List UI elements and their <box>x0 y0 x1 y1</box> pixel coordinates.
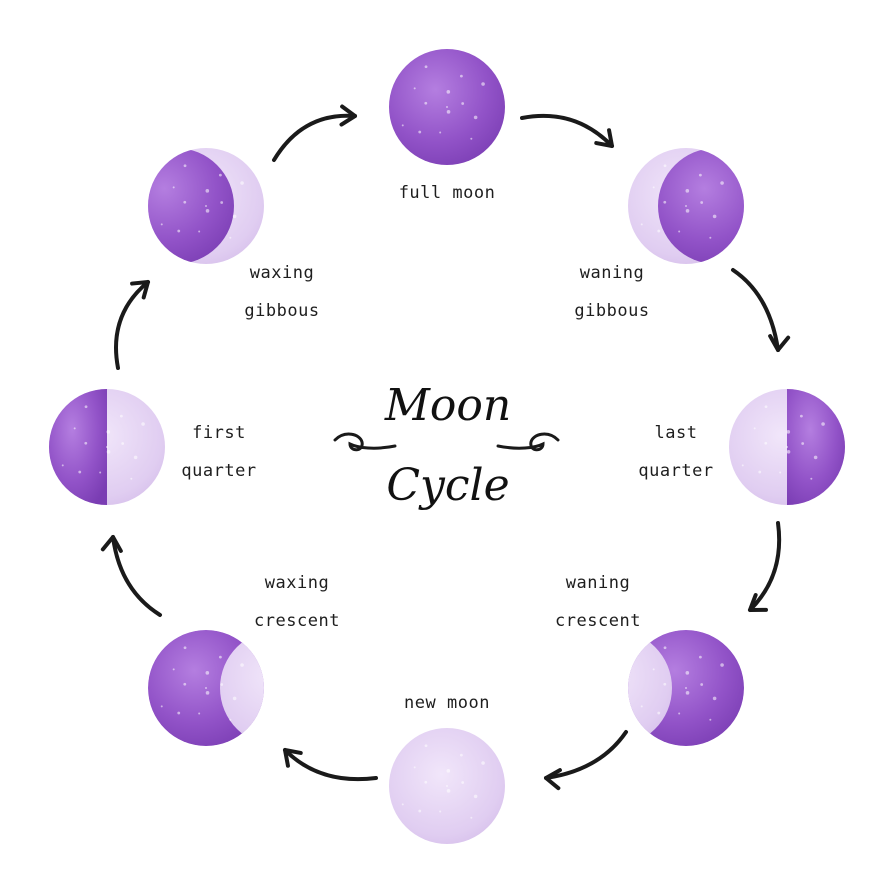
moon-last-quarter <box>729 389 845 505</box>
label-last-quarter-line-2: quarter <box>638 461 713 481</box>
moon-waning-gibbous <box>628 148 744 264</box>
arrow-5 <box>283 748 378 782</box>
label-waxing-crescent-line-2: crescent <box>254 611 340 631</box>
label-new-moon: new moon <box>404 693 490 713</box>
arrow-1 <box>520 113 614 148</box>
label-waning-crescent: waning crescent <box>555 573 641 631</box>
moon-first-quarter <box>49 389 165 505</box>
title-group: Moon Cycle <box>333 380 560 511</box>
title-line-2: Cycle <box>386 460 509 511</box>
label-waxing-gibbous: waxing gibbous <box>244 263 319 321</box>
arrow-3 <box>748 521 782 612</box>
arrow-2 <box>731 268 791 352</box>
label-first-quarter-line-1: first <box>192 423 246 443</box>
right-flourish <box>496 432 560 452</box>
arrow-4 <box>544 730 628 791</box>
title-line-1: Moon <box>384 380 511 431</box>
arrow-7 <box>114 280 150 370</box>
label-full-moon: full moon <box>399 183 496 203</box>
label-new-moon-line-1: new moon <box>404 693 490 713</box>
label-first-quarter-line-2: quarter <box>181 461 256 481</box>
label-waning-gibbous-line-1: waning <box>580 263 644 283</box>
moon-waxing-gibbous <box>148 148 264 264</box>
moon-new-moon <box>389 728 505 844</box>
moon-full-moon <box>389 49 505 165</box>
label-last-quarter-line-1: last <box>655 423 698 443</box>
arrow-6 <box>100 535 162 617</box>
label-waning-gibbous-line-2: gibbous <box>574 301 649 321</box>
label-first-quarter: first quarter <box>181 423 256 481</box>
moon-waxing-crescent <box>148 630 264 746</box>
label-waning-crescent-line-2: crescent <box>555 611 641 631</box>
label-waxing-crescent-line-1: waxing <box>265 573 329 593</box>
label-waning-crescent-line-1: waning <box>566 573 630 593</box>
label-waxing-gibbous-line-2: gibbous <box>244 301 319 321</box>
arrow-8 <box>272 104 357 162</box>
label-waxing-gibbous-line-1: waxing <box>250 263 314 283</box>
label-last-quarter: last quarter <box>638 423 713 481</box>
label-waning-gibbous: waning gibbous <box>574 263 649 321</box>
left-flourish <box>333 432 397 452</box>
label-full-moon-line-1: full moon <box>399 183 496 203</box>
moon-waning-crescent <box>628 630 744 746</box>
label-waxing-crescent: waxing crescent <box>254 573 340 631</box>
